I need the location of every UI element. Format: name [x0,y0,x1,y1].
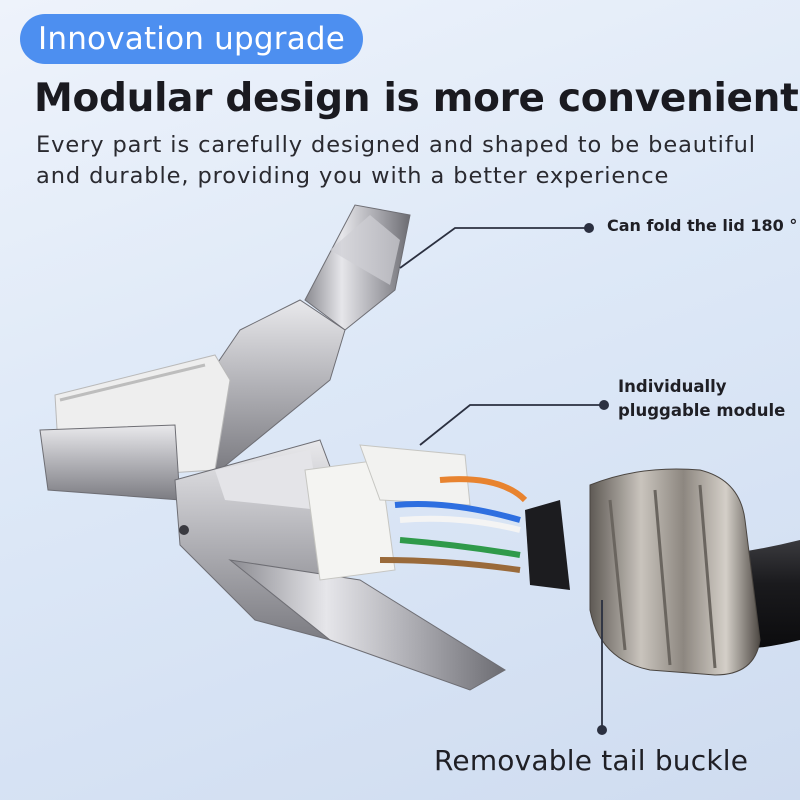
subtitle-line-2: and durable, providing you with a better… [36,163,670,189]
tail-buckle [525,468,761,676]
pluggable-module [304,444,528,581]
callout-dot-lid [584,223,594,233]
callout-lines [399,227,603,728]
callout-module-line-2: pluggable module [618,401,786,420]
callout-label-tail: Removable tail buckle [434,744,749,777]
callout-line-lid [399,227,587,269]
rj45-plug [39,354,231,501]
subtitle-line-1: Every part is carefully designed and sha… [36,132,756,158]
page-title: Modular design is more convenient [34,76,799,121]
callout-label-module: Individually pluggable module [618,375,785,423]
callout-module-line-1: Individually [618,377,727,396]
callout-dot-module [599,400,609,410]
callout-label-lid: Can fold the lid 180 ° [607,216,798,235]
page-subtitle: Every part is carefully designed and sha… [36,130,776,192]
callout-line-module [419,404,602,446]
category-badge: Innovation upgrade [20,14,364,64]
connector-body [174,439,506,691]
callout-dot-tail [597,725,607,735]
